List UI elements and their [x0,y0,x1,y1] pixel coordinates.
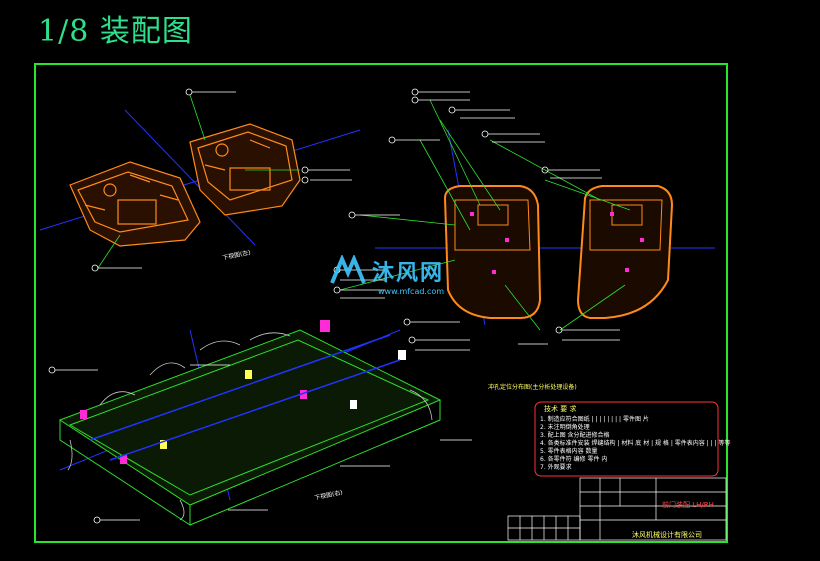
requirements-title: 技术 要 求 [544,405,577,413]
watermark-logo-icon [330,255,366,284]
fixture-clamps [67,332,433,521]
watermark-url: www.mfcad.com [378,287,445,296]
fixture-pins [80,320,406,464]
title-block [507,477,727,541]
mid-caption: 冲孔定位分布图(主分析处理设备) [488,384,577,391]
requirement-5: 5. 零件表格内容 数量 [540,448,598,455]
requirement-4: 4. 各类标准件安装 焊缝结构 | 材料 底 材 | 规 格 | 零件表内容 |… [540,440,731,447]
requirement-1: 1. 制造应符合图纸 | | | | | | | | 零件图 片 [540,416,649,423]
door-trim-part-right [189,123,301,216]
callout-bars [55,91,620,521]
fixture-rails [89,334,401,461]
requirement-6: 6. 各零件符 编修 零件 内 [540,456,608,463]
door-trim-part-left [69,161,201,247]
requirement-3: 3. 配上图 含分配进修合格 [540,432,610,439]
part-name: 前门装配 LH/RH [662,501,714,509]
watermark-brand: 沐风网 [372,261,445,286]
locator-markers [470,212,644,274]
fixture-base [58,329,442,526]
requirements-box [534,401,719,477]
door-panel-rh [576,185,674,319]
requirement-7: 7. 外观要求 [540,464,572,471]
requirement-2: 2. 未注明倒角处理 [540,424,590,431]
door-panel-lh [443,185,542,319]
company-name: 沐风机械设计有限公司 [632,531,702,539]
drawing-frame [34,63,728,543]
page-title: 1/8 装配图 [38,14,193,49]
leader-lines [97,94,631,331]
callout-balloons [48,88,563,524]
watermark: 沐风网 [328,255,444,287]
